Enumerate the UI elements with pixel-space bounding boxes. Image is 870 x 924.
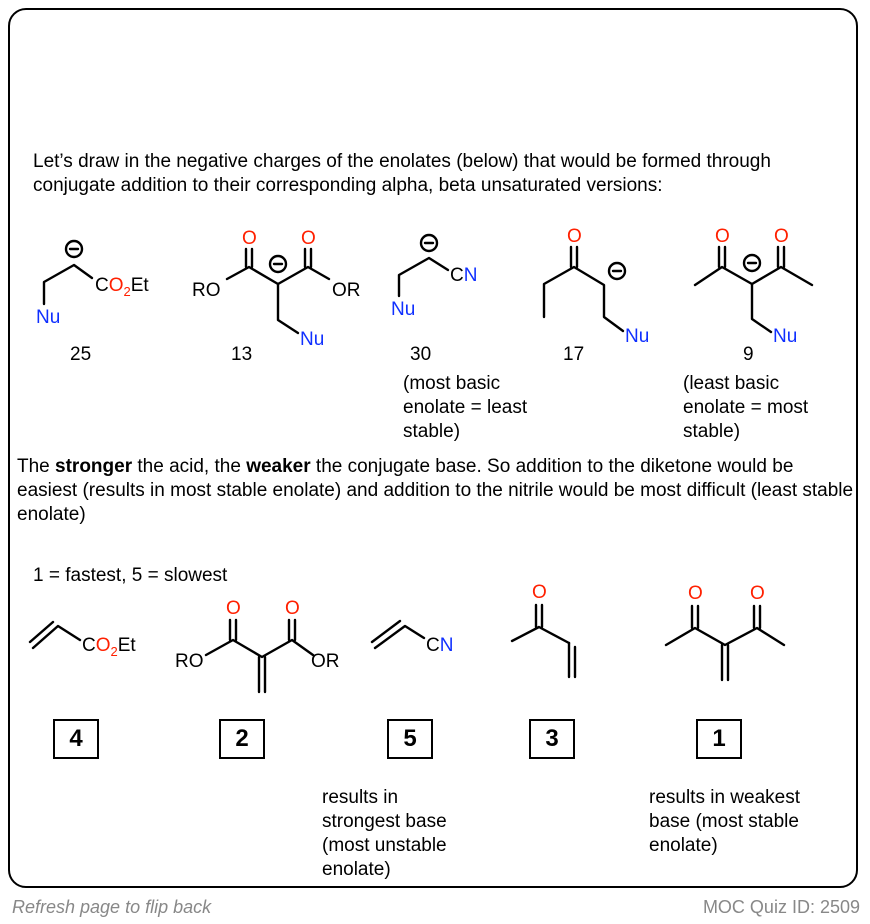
acceptor-alkylidene-malonate: O O RO OR [175,598,340,694]
explanation-text: The stronger the acid, the weaker the co… [17,455,857,527]
enolate-nitrile: CN Nu [391,233,477,320]
svg-text:O: O [567,226,582,247]
negative-charge-icon [268,254,288,274]
emphasis-weaker: weaker [246,456,311,477]
rank-box: 4 [53,719,99,759]
quiz-card[interactable] [8,8,858,888]
negative-charge-icon [419,233,439,253]
explanation-part: The [17,456,56,477]
svg-text:O: O [715,226,730,247]
note-weakest-base: results in weakest base (most stable eno… [649,787,801,856]
svg-text:CN: CN [450,265,477,286]
note-least-basic: (least basic enolate = most stable) [683,373,809,442]
svg-text:Nu: Nu [391,299,415,320]
svg-text:Nu: Nu [625,326,649,347]
svg-text:O: O [774,226,789,247]
acceptor-acrylate: CO2Et [28,620,136,659]
svg-text:Nu: Nu [300,329,324,350]
pka-label: 30 [410,344,432,365]
acceptor-acrylonitrile: CN [370,619,453,656]
svg-text:O: O [750,583,765,604]
explanation-part: the conjugate base. So addition to the d… [17,456,854,525]
intro-text: Let’s draw in the negative charges of th… [33,151,771,196]
enolate-diketone: O O Nu [693,226,814,347]
svg-text:RO: RO [175,651,204,672]
svg-text:CO2Et: CO2Et [95,275,149,299]
svg-text:RO: RO [192,280,221,301]
rank-box: 1 [696,719,742,759]
negative-charge-icon [742,253,762,273]
svg-text:O: O [301,228,316,249]
svg-text:O: O [688,583,703,604]
pka-label: 25 [70,344,92,365]
acceptor-alkylidene-diketone: O O [664,583,786,682]
quiz-id: MOC Quiz ID: 2509 [702,897,860,917]
enolate-ketone: O Nu [542,226,649,347]
svg-text:Nu: Nu [773,326,797,347]
svg-text:O: O [285,598,300,619]
svg-text:OR: OR [332,280,361,301]
enolate-malonate: O O RO OR Nu [192,228,361,350]
svg-text:O: O [242,228,257,249]
pka-label: 9 [743,344,754,365]
svg-text:OR: OR [311,651,340,672]
ranking-legend: 1 = fastest, 5 = slowest [33,565,228,586]
enolate-ester: CO2Et Nu [36,239,149,328]
emphasis-stronger: stronger [55,456,133,477]
svg-text:CN: CN [426,635,453,656]
svg-text:CO2Et: CO2Et [82,635,136,659]
acceptor-enone: O [510,582,577,679]
negative-charge-icon [64,239,84,259]
rank-box: 3 [529,719,575,759]
negative-charge-icon [607,261,627,281]
pka-label: 13 [231,344,253,365]
nucleophile-label: Nu [36,307,60,328]
rank-box: 5 [387,719,433,759]
explanation-part: the acid, the [132,456,247,477]
note-most-basic: (most basic enolate = least stable) [403,373,528,442]
pka-label: 17 [563,344,585,365]
note-strongest-base: results in strongest base (most unstable… [322,787,447,880]
svg-text:O: O [532,582,547,603]
svg-text:O: O [226,598,241,619]
rank-box: 2 [219,719,265,759]
refresh-hint: Refresh page to flip back [12,897,212,917]
